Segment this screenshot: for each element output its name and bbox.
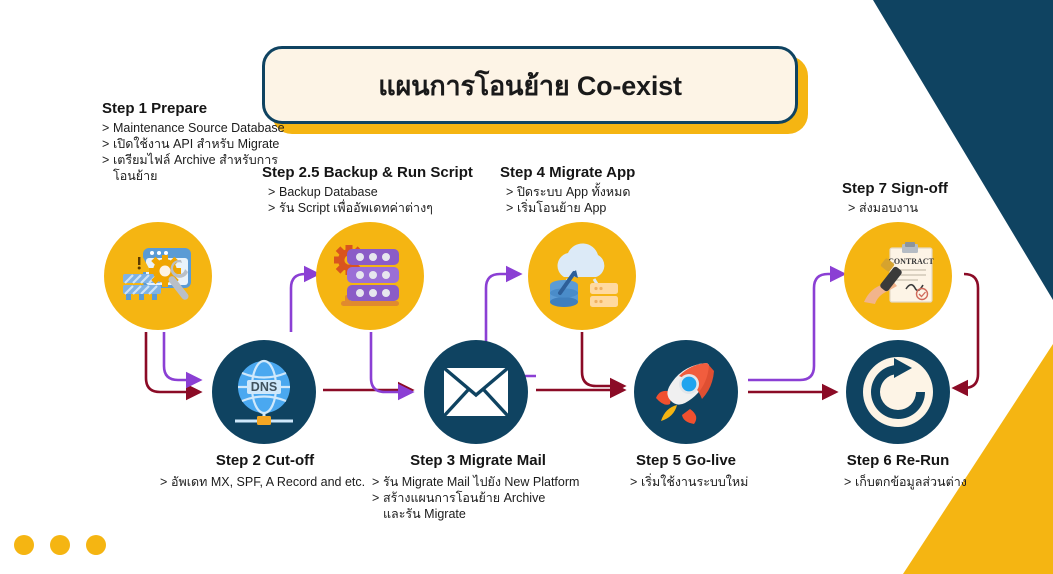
title-text: แผนการโอนย้าย Co-exist (378, 70, 682, 101)
bullet-item: >เตรียมไฟล์ Archive สำหรับการ (102, 153, 278, 167)
step25-icon-circle (316, 222, 424, 330)
step-bullets: >เก็บตกข้อมูลส่วนต่าง (812, 474, 984, 490)
chevron-right-icon: > (160, 475, 168, 489)
step-bullets: >ส่งมอบงาน (842, 200, 948, 216)
refresh-rerun-icon (863, 357, 933, 427)
bullet-item: >เริ่มใช้งานระบบใหม่ (630, 475, 749, 489)
chevron-right-icon: > (372, 475, 380, 489)
step-block-step25: Step 2.5 Backup & Run Script >Backup Dat… (262, 164, 473, 216)
bullet-item: >สร้างแผนการโอนย้าย Archive (372, 491, 546, 505)
step-title: Step 3 Migrate Mail (410, 452, 546, 469)
database-server-gear-icon (334, 245, 399, 306)
bullet-continuation: และรัน Migrate (383, 507, 466, 521)
contract-signing-icon: CONTRACT (864, 242, 935, 304)
step-block-step3: Step 3 Migrate Mail >รัน Migrate Mail ไป… (372, 452, 584, 522)
chevron-right-icon: > (506, 201, 514, 215)
bullet-item: >เริ่มโอนย้าย App (506, 201, 607, 215)
title-box: แผนการโอนย้าย Co-exist (262, 46, 798, 124)
step7-icon-circle: CONTRACT (844, 222, 952, 330)
step-bullets: >อัพเดท MX, SPF, A Record and etc. (160, 474, 370, 490)
step1-icon-circle (104, 222, 212, 330)
dns-globe-icon: DNS (235, 359, 293, 425)
chevron-right-icon: > (630, 475, 638, 489)
cloud-migration-icon (550, 243, 618, 307)
bullet-item: >อัพเดท MX, SPF, A Record and etc. (160, 475, 366, 489)
envelope-mail-icon (443, 367, 509, 417)
step2-icon-circle: DNS (212, 340, 316, 444)
bullet-item: >เก็บตกข้อมูลส่วนต่าง (844, 475, 967, 489)
bullet-continuation: โอนย้าย (113, 169, 158, 183)
step6-icon-circle (846, 340, 950, 444)
contract-label: CONTRACT (888, 257, 934, 266)
bullet-item: >ปิดระบบ App ทั้งหมด (506, 185, 631, 199)
step3-icon-circle (424, 340, 528, 444)
decor-dot (50, 535, 70, 555)
step4-icon-circle (528, 222, 636, 330)
chevron-right-icon: > (268, 185, 276, 199)
step-bullets: >รัน Migrate Mail ไปยัง New Platform >สร… (372, 474, 584, 522)
maintenance-gear-wrench-icon (123, 248, 191, 300)
step-bullets: >ปิดระบบ App ทั้งหมด >เริ่มโอนย้าย App (500, 184, 635, 216)
step-block-step4: Step 4 Migrate App >ปิดระบบ App ทั้งหมด … (500, 164, 635, 216)
chevron-right-icon: > (102, 153, 110, 167)
step-block-step5: Step 5 Go-live >เริ่มใช้งานระบบใหม่ (600, 452, 772, 490)
step-title: Step 7 Sign-off (842, 180, 948, 197)
bullet-item: >Maintenance Source Database (102, 121, 285, 135)
step-title: Step 5 Go-live (635, 452, 737, 469)
navy-corner-decoration (873, 0, 1053, 300)
bullet-item: >ส่งมอบงาน (848, 201, 919, 215)
decor-dot (86, 535, 106, 555)
bullet-item: >Backup Database (268, 185, 378, 199)
step-title: Step 6 Re-Run (846, 452, 950, 469)
step-block-step6: Step 6 Re-Run >เก็บตกข้อมูลส่วนต่าง (812, 452, 984, 490)
chevron-right-icon: > (372, 491, 380, 505)
chevron-right-icon: > (102, 137, 110, 151)
dot-decoration-group (14, 535, 106, 555)
step-block-step7: Step 7 Sign-off >ส่งมอบงาน (842, 180, 948, 216)
step-bullets: >Maintenance Source Database >เปิดใช้งาน… (102, 120, 285, 184)
step-block-step2: Step 2 Cut-off >อัพเดท MX, SPF, A Record… (160, 452, 370, 490)
step-bullets: >Backup Database >รัน Script เพื่ออัพเดท… (262, 184, 473, 216)
bullet-item: >เปิดใช้งาน API สำหรับ Migrate (102, 137, 280, 151)
page-title: แผนการโอนย้าย Co-exist (262, 46, 808, 134)
step-title: Step 4 Migrate App (500, 164, 636, 181)
chevron-right-icon: > (102, 121, 110, 135)
chevron-right-icon: > (844, 475, 852, 489)
step-block-step1: Step 1 Prepare >Maintenance Source Datab… (102, 100, 285, 184)
chevron-right-icon: > (268, 201, 276, 215)
dns-label: DNS (251, 380, 277, 394)
rocket-launch-icon (656, 363, 714, 424)
chevron-right-icon: > (506, 185, 514, 199)
step-title: Step 2 Cut-off (215, 452, 315, 469)
yellow-corner-decoration (903, 344, 1053, 574)
bullet-item: >รัน Script เพื่ออัพเดทค่าต่างๆ (268, 201, 433, 215)
chevron-right-icon: > (848, 201, 856, 215)
bullet-item: >รัน Migrate Mail ไปยัง New Platform (372, 475, 580, 489)
step-title: Step 2.5 Backup & Run Script (262, 164, 473, 181)
step5-icon-circle (634, 340, 738, 444)
step-bullets: >เริ่มใช้งานระบบใหม่ (600, 474, 772, 490)
step-title: Step 1 Prepare (102, 100, 208, 117)
decor-dot (14, 535, 34, 555)
